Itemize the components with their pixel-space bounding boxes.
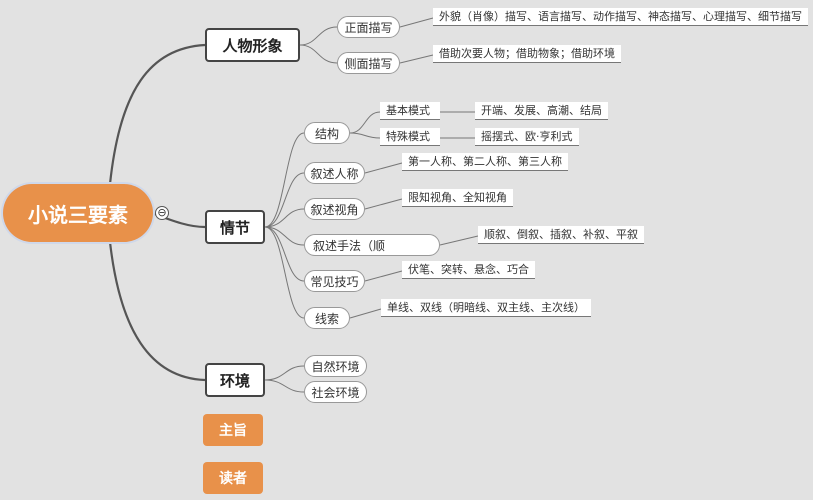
leaf-basic-detail[interactable]: 开端、发展、高潮、结局 — [475, 102, 608, 120]
leaf-technique-detail[interactable]: 伏笔、突转、悬念、巧合 — [402, 261, 535, 279]
node-common-technique[interactable]: 常见技巧 — [304, 270, 365, 292]
root-node[interactable]: 小说三要素 — [3, 184, 153, 242]
node-narrative-method[interactable]: 叙述手法（顺 — [304, 234, 440, 256]
node-basic-pattern[interactable]: 基本模式 — [380, 102, 440, 120]
node-social-environment[interactable]: 社会环境 — [304, 381, 367, 403]
leaf-person-detail[interactable]: 第一人称、第二人称、第三人称 — [402, 153, 568, 171]
node-special-pattern[interactable]: 特殊模式 — [380, 128, 440, 146]
branch-environment[interactable]: 环境 — [205, 363, 265, 397]
leaf-view-detail[interactable]: 限知视角、全知视角 — [402, 189, 513, 207]
node-clue[interactable]: 线索 — [304, 307, 350, 329]
node-reader[interactable]: 读者 — [203, 462, 263, 494]
node-structure[interactable]: 结构 — [304, 122, 350, 144]
collapse-icon[interactable]: ⊖ — [155, 206, 169, 220]
leaf-clue-detail[interactable]: 单线、双线（明暗线、双主线、主次线） — [381, 299, 591, 317]
node-theme[interactable]: 主旨 — [203, 414, 263, 446]
node-front-description[interactable]: 正面描写 — [337, 16, 400, 38]
node-natural-environment[interactable]: 自然环境 — [304, 355, 367, 377]
branch-character[interactable]: 人物形象 — [205, 28, 300, 62]
branch-plot[interactable]: 情节 — [205, 210, 265, 244]
leaf-method-detail[interactable]: 顺叙、倒叙、插叙、补叙、平叙 — [478, 226, 644, 244]
leaf-special-detail[interactable]: 摇摆式、欧·亨利式 — [475, 128, 579, 146]
node-side-description[interactable]: 侧面描写 — [337, 52, 400, 74]
leaf-front-detail[interactable]: 外貌（肖像）描写、语言描写、动作描写、神态描写、心理描写、细节描写 — [433, 8, 808, 26]
node-narrative-person[interactable]: 叙述人称 — [304, 162, 365, 184]
node-narrative-view[interactable]: 叙述视角 — [304, 198, 365, 220]
leaf-side-detail[interactable]: 借助次要人物；借助物象；借助环境 — [433, 45, 621, 63]
